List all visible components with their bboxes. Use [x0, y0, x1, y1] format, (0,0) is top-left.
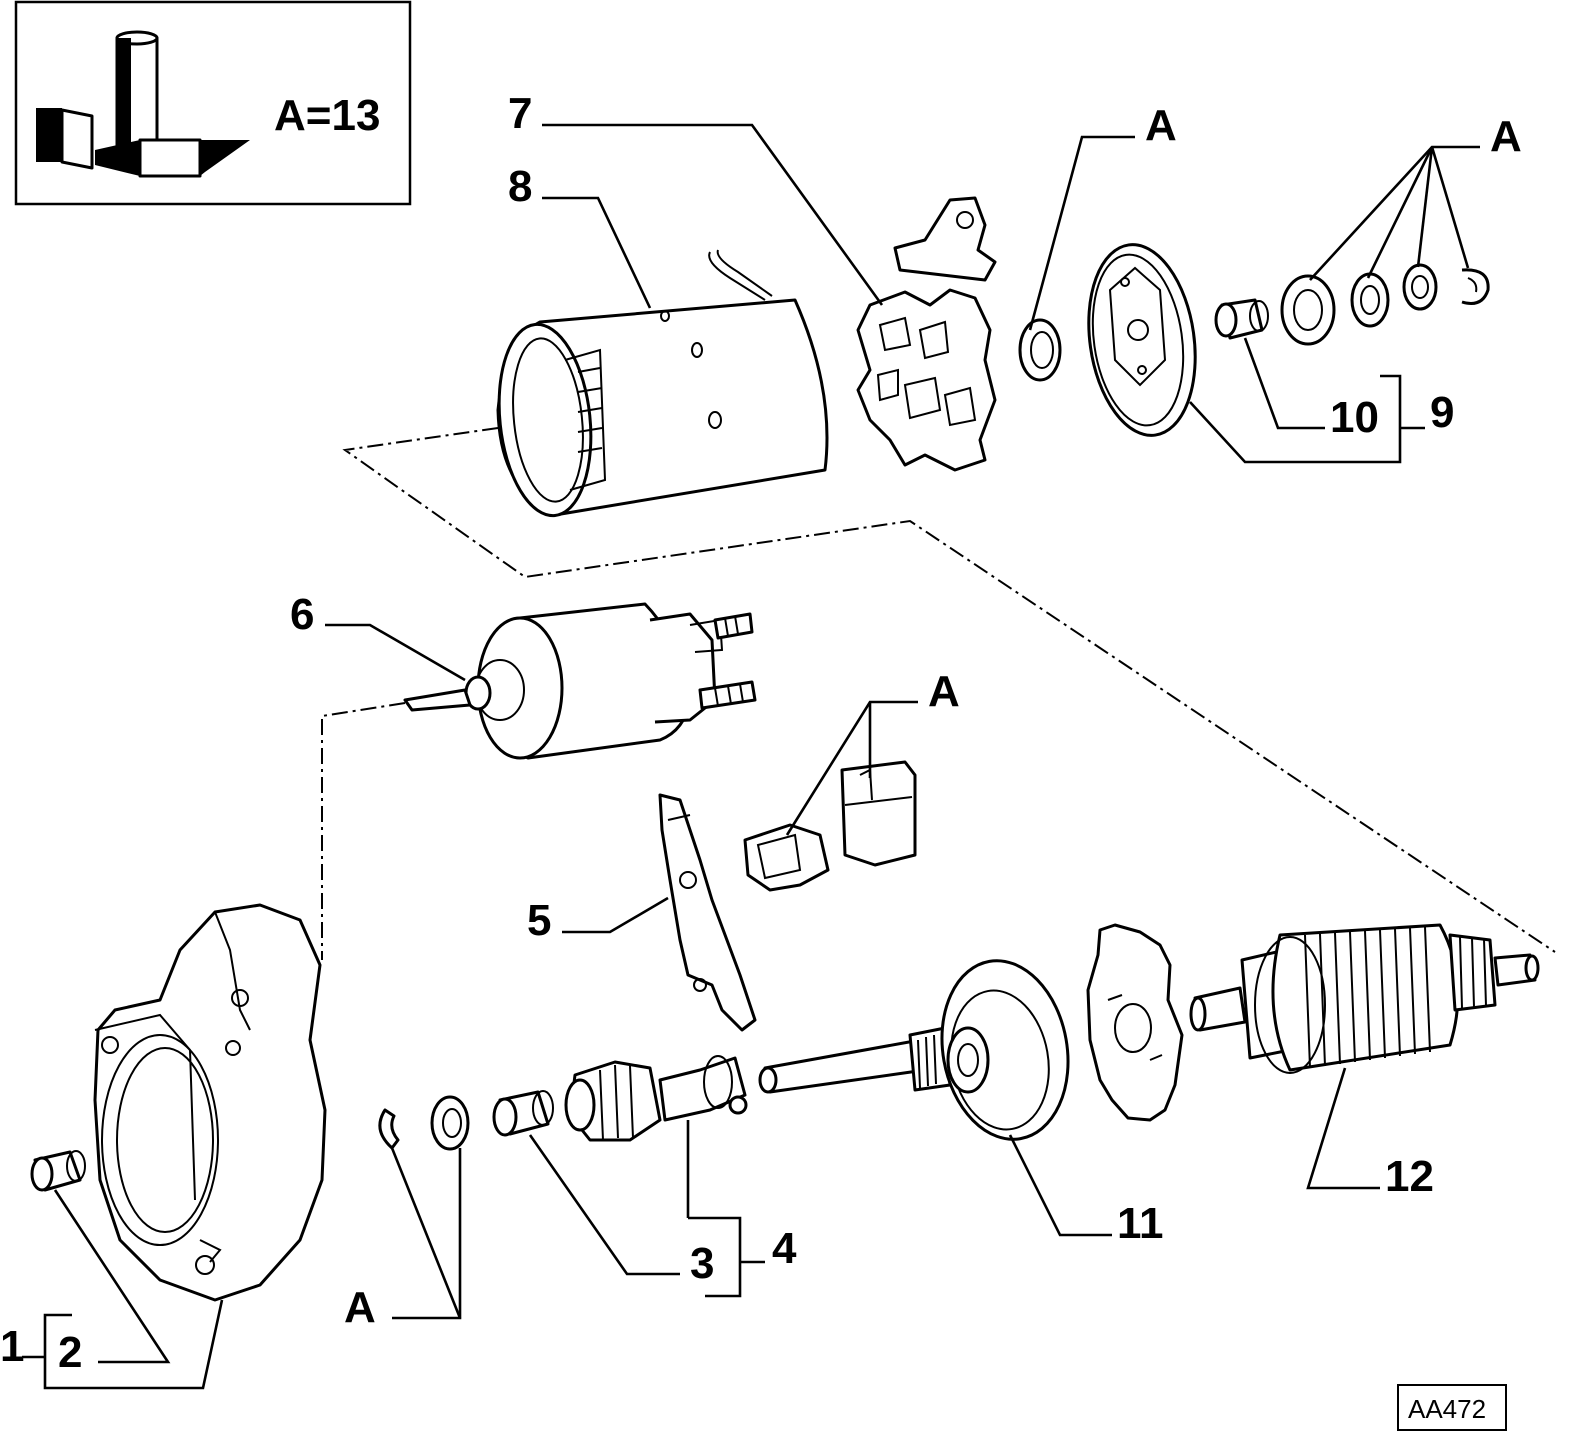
callout-5: 5 [527, 896, 551, 945]
end-cover [1087, 243, 1197, 437]
leader-lines [22, 123, 1480, 1390]
circlip-and-washer-bottom [378, 1095, 470, 1151]
shaft-and-gear-housing [758, 959, 1070, 1141]
callout-2: 2 [58, 1328, 82, 1377]
callout-9: 9 [1430, 388, 1454, 437]
drawing-code-box: AA472 [1397, 1384, 1507, 1431]
brush-holder [856, 196, 997, 472]
callout-a-mid: A [928, 667, 960, 716]
callout-labels: 7 8 6 A A 10 9 A 5 A 3 4 11 12 2 1 [0, 89, 1522, 1377]
callout-6: 6 [290, 590, 314, 639]
callout-7: 7 [508, 89, 532, 138]
callout-a-top-mid: A [1145, 101, 1177, 150]
washer-set-top-right [1280, 263, 1490, 346]
drawing-code: AA472 [1408, 1394, 1486, 1424]
callout-1: 1 [0, 1322, 24, 1371]
bushing-3 [492, 1090, 554, 1137]
callout-a-top-right: A [1490, 112, 1522, 161]
legend-box: A=13 [14, 0, 412, 206]
callout-8: 8 [508, 162, 532, 211]
legend-equation: A=13 [274, 91, 380, 140]
callout-10: 10 [1330, 393, 1379, 442]
pinion-freewheel [564, 1055, 748, 1142]
brush-clip-set [743, 760, 917, 892]
bushing-10 [1214, 298, 1269, 340]
field-housing [496, 249, 829, 518]
callout-4: 4 [772, 1224, 797, 1273]
lubricant-can-icon [36, 30, 250, 178]
bushing-2 [30, 1150, 86, 1192]
callout-12: 12 [1385, 1152, 1434, 1201]
callout-11: 11 [1117, 1199, 1164, 1248]
drive-end-housing [93, 903, 327, 1302]
intermediate-plate [1086, 923, 1184, 1122]
callout-a-bottom: A [344, 1283, 376, 1332]
armature [1189, 923, 1540, 1074]
callout-3: 3 [690, 1239, 714, 1288]
engagement-lever [658, 793, 757, 1032]
assembly-axis-lines [321, 427, 1556, 960]
solenoid [403, 602, 757, 760]
seal-ring-top [1018, 318, 1062, 382]
